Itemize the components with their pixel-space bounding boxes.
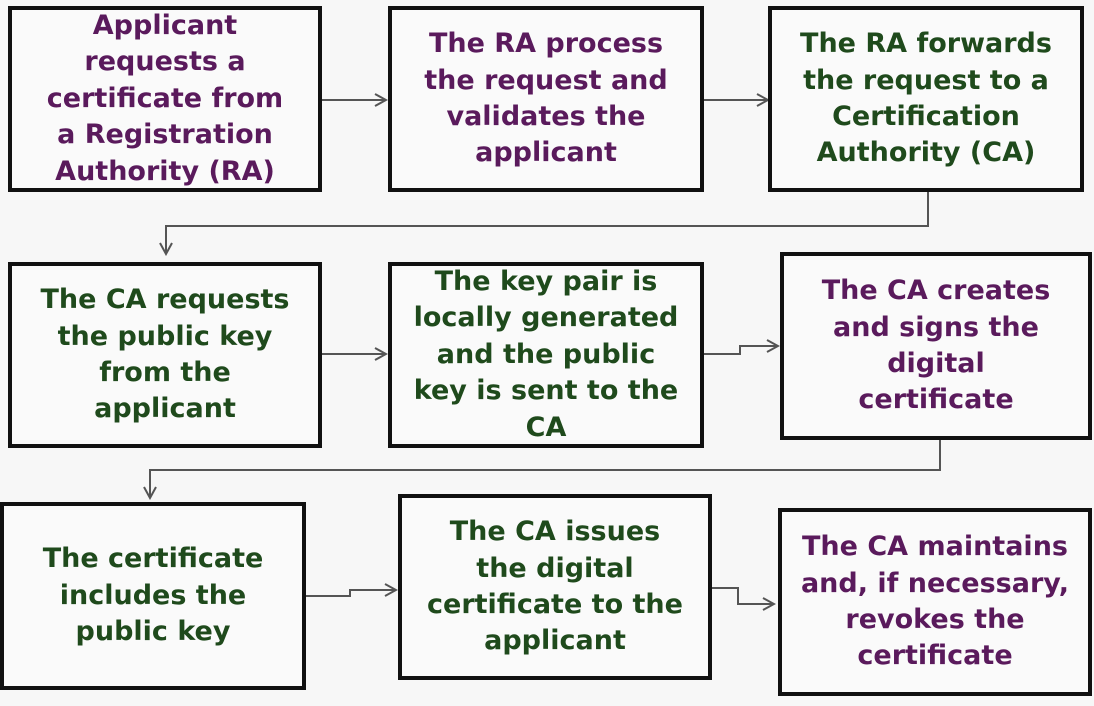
step-text-6: The CA creates and signs the digital cer… [821,275,1051,416]
step-box-2: The RA process the request and validates… [388,6,704,192]
arrow-7-to-8 [306,590,396,597]
step-box-5: The key pair is locally generated and th… [388,262,704,448]
step-box-4: The CA requests the public key from the … [8,262,322,448]
step-box-6: The CA creates and signs the digital cer… [780,252,1092,440]
step-text-3: The RA forwards the request to a Certifi… [800,28,1052,169]
arrow-5-to-6 [704,346,778,355]
arrow-6-to-7 [150,440,941,498]
step-text-7: The certificate includes the public key [42,543,264,648]
step-box-7: The certificate includes the public key [0,502,306,690]
step-text-4: The CA requests the public key from the … [40,284,290,425]
step-box-8: The CA issues the digital certificate to… [398,494,712,680]
step-text-1: Applicant requests a certificate from a … [46,9,284,187]
step-text-9: The CA maintains and, if necessary, revo… [800,531,1070,672]
step-box-1: Applicant requests a certificate from a … [8,6,322,192]
arrow-8-to-9 [712,587,774,604]
step-box-9: The CA maintains and, if necessary, revo… [778,508,1092,696]
step-text-5: The key pair is locally generated and th… [413,265,679,443]
step-text-8: The CA issues the digital certificate to… [427,516,683,657]
step-box-3: The RA forwards the request to a Certifi… [768,6,1084,192]
step-text-2: The RA process the request and validates… [424,28,668,169]
arrow-3-to-4 [166,192,929,254]
